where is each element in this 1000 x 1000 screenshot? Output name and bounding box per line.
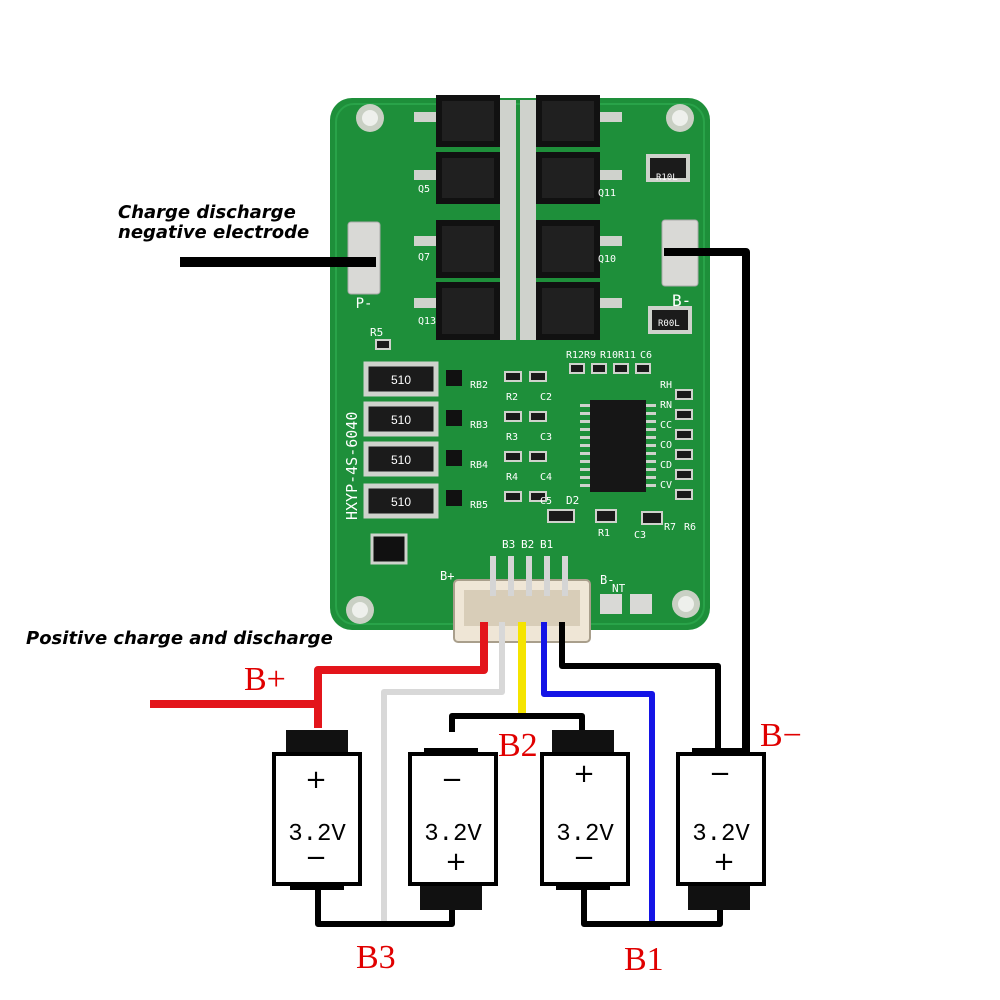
ref-label: R10: [600, 350, 618, 361]
ref-label: C3: [634, 530, 646, 541]
ref-label: CD: [660, 460, 672, 471]
cell-bottom-sign: +: [445, 847, 467, 877]
cell3-cell4-link: [581, 888, 723, 927]
ref-label: RN: [660, 400, 672, 411]
resistor-value: 510: [391, 495, 411, 509]
b-minus-wire: [664, 248, 750, 756]
positive-callout: Positive charge and discharge: [26, 628, 333, 649]
ntc-pad: [630, 594, 652, 614]
silkscreen-refs: R5 R12 R9 R10 R11 C6 RB2 RB3 RB4 RB5 R2 …: [370, 173, 696, 541]
ref-label: R1: [598, 528, 610, 539]
ref-label: R7: [664, 522, 676, 533]
ref-label: CV: [660, 480, 672, 491]
ref-label: R11: [618, 350, 636, 361]
callouts: Charge discharge negative electrode Posi…: [26, 202, 333, 649]
pin-label: B3: [502, 538, 515, 551]
battery-cell-4: − 3.2V +: [676, 748, 766, 910]
b-minus-pad-label: B-: [672, 291, 691, 310]
battery-cell-1: + 3.2V −: [272, 730, 362, 890]
resistor-value: 510: [391, 413, 411, 427]
ntc-pad: [600, 594, 622, 614]
cell-voltage: 3.2V: [692, 821, 750, 848]
ref-label: R3: [506, 432, 518, 443]
ref-label: Q5: [418, 184, 430, 195]
pin-label: B2: [521, 538, 534, 551]
shunt-resistor: [648, 306, 692, 334]
mosfet-array: [414, 95, 622, 340]
protection-ic: [580, 400, 656, 492]
ref-label: RB5: [470, 500, 488, 511]
resistor-value: 510: [391, 453, 411, 467]
cell-top-sign: −: [441, 765, 463, 795]
board-model-label: HXYP-4S-6040: [343, 412, 361, 520]
ref-label: C2: [540, 392, 552, 403]
pin-label: B+: [440, 569, 454, 583]
cell-top-sign: −: [709, 759, 731, 789]
cell-bottom-sign: +: [713, 847, 735, 877]
ntc-label: NT: [612, 582, 626, 595]
b1-wire: [541, 622, 655, 924]
pin-label: B-: [600, 573, 614, 587]
ref-label: R4: [506, 472, 518, 483]
cell-voltage: 3.2V: [424, 821, 482, 848]
ref-label: R5: [370, 326, 383, 339]
p-minus-label: P-: [356, 296, 373, 312]
ref-label: C3: [540, 432, 552, 443]
ref-label: R2: [506, 392, 518, 403]
pin-label: B1: [540, 538, 553, 551]
cell-top-sign: +: [305, 765, 327, 795]
ref-label: Q13: [418, 316, 436, 327]
ref-label: R10L: [656, 173, 678, 183]
b-plus-wire: [314, 622, 488, 728]
cell-bottom-sign: −: [305, 843, 327, 873]
mounting-holes: [346, 104, 700, 624]
battery-cell-2: − 3.2V +: [408, 748, 498, 910]
smd-components: [375, 339, 693, 525]
ref-label: C4: [540, 472, 552, 483]
balance-resistors: 510 510 510 510: [363, 361, 439, 519]
ref-label: Q7: [418, 252, 430, 263]
ref-label: R00L: [658, 319, 680, 329]
ref-label: RB3: [470, 420, 488, 431]
ref-label: RH: [660, 380, 672, 391]
ref-label: RB4: [470, 460, 488, 471]
cell-voltage: 3.2V: [556, 821, 614, 848]
ref-label: CO: [660, 440, 672, 451]
ref-label: Q10: [598, 254, 616, 265]
wire-labels: B+ B− B2 B3 B1: [244, 661, 802, 978]
small-transistors: [370, 370, 462, 565]
ref-label: RB2: [470, 380, 488, 391]
ref-label: Q11: [598, 188, 616, 199]
negative-electrode-callout-line1: Charge discharge: [118, 202, 296, 223]
cell-top-sign: +: [573, 759, 595, 789]
ref-label: C6: [640, 350, 652, 361]
connector-pin-labels: B+ B3 B2 B1 B- NT: [440, 538, 626, 595]
ref-label: R6: [684, 522, 696, 533]
ref-label: D2: [566, 494, 579, 507]
resistor-value: 510: [391, 373, 411, 387]
wires: [150, 248, 750, 927]
b-minus-connector-wire: [559, 622, 721, 756]
cell-voltage: 3.2V: [288, 821, 346, 848]
ref-label: R12: [566, 350, 584, 361]
b-plus-label: B+: [244, 661, 286, 698]
shunt-resistor: [646, 154, 690, 182]
b1-label: B1: [624, 941, 664, 978]
b2-label: B2: [498, 727, 538, 764]
ref-label: CC: [660, 420, 672, 431]
pcb-board: P- B-: [330, 95, 710, 643]
b3-wire: [381, 622, 505, 924]
battery-cell-3: + 3.2V −: [540, 730, 630, 890]
ref-label: R9: [584, 350, 596, 361]
ref-label: C5: [540, 496, 552, 507]
negative-electrode-callout-line2: negative electrode: [118, 222, 309, 243]
cell2-cell3-link: [449, 713, 585, 732]
cell-bottom-sign: −: [573, 843, 595, 873]
b3-label: B3: [356, 939, 396, 976]
b-minus-label: B−: [760, 717, 802, 754]
cell1-cell2-link: [315, 888, 455, 927]
